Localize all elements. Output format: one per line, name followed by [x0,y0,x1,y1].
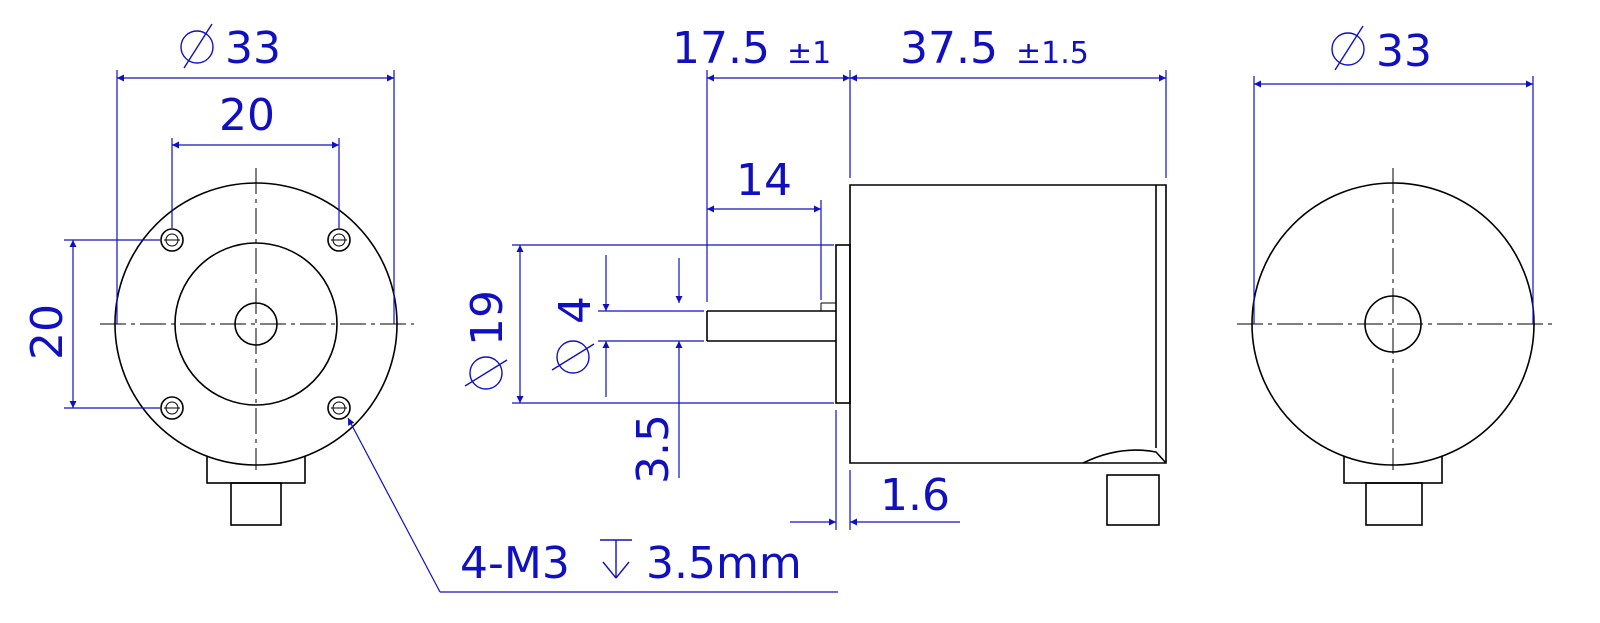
pilot-thickness-text: 1.6 [880,470,950,521]
side-connector [1106,474,1160,526]
rear-connector-plug [1365,482,1423,526]
front-diameter-text: 33 [225,23,281,74]
front-dimensions: 33 20 20 4-M3 3.5mm [22,23,838,593]
callout-leader [347,417,441,593]
rear-diameter-symbol [1331,25,1365,71]
pilot-diameter-text: 19 [462,290,513,346]
pilot-diameter-symbol [464,356,508,390]
side-body [849,184,1167,464]
callout-depth-text: 3.5mm [646,538,802,589]
rear-view [1237,168,1555,526]
rear-dimensions: 33 [1253,25,1534,324]
body-length-tolerance: ±1.5 [1016,36,1089,71]
front-view [100,168,414,526]
shaft-length-tolerance: ±1 [787,36,831,71]
body-length-text: 37.5 [900,23,998,74]
shaft-length-text: 17.5 [672,23,770,74]
flat-depth-text: 3.5 [628,414,679,484]
diameter-symbol [180,23,214,69]
front-connector-plug [230,482,282,526]
bolt-spacing-vertical-text: 20 [22,304,73,360]
side-pilot [835,244,851,404]
shaft-diameter-text: 4 [550,296,601,324]
bolt-spacing-horizontal-text: 20 [219,90,275,141]
depth-symbol [600,539,632,579]
side-view [706,184,1167,526]
rear-diameter-text: 33 [1376,26,1432,77]
shaft-diameter-symbol [551,340,595,374]
side-dimensions: 17.5 ±1 37.5 ±1.5 14 19 4 3.5 [462,23,1167,530]
callout-count-text: 4-M3 [460,538,570,589]
shaft-flat-length-text: 14 [736,155,792,206]
